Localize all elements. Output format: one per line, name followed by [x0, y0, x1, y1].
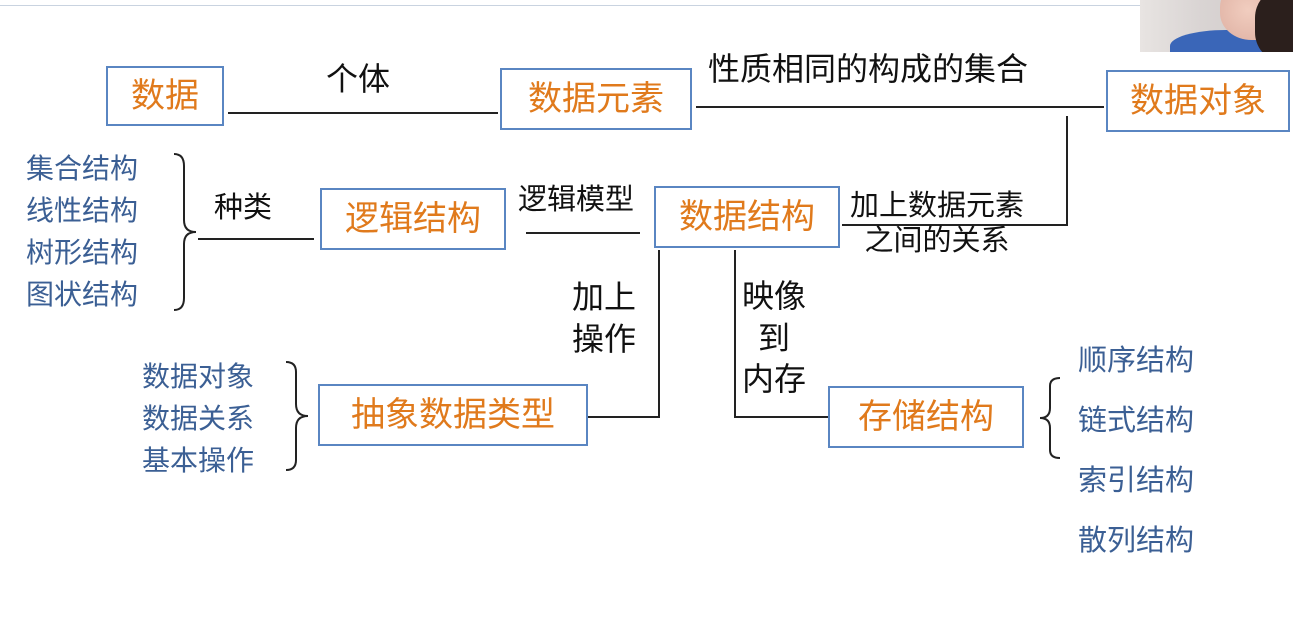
list-item: 线性结构: [26, 194, 139, 227]
label-add-relation: 加上数据元素 之间的关系: [850, 188, 1024, 259]
list-item: 基本操作: [142, 444, 255, 477]
list-item: 图状结构: [26, 278, 139, 311]
label-add-relation-line1: 加上数据元素: [850, 188, 1025, 222]
brace-adt-parts: [285, 361, 309, 471]
node-data-object: 数据对象: [1106, 70, 1290, 132]
label-add-relation-line2: 之间的关系: [864, 223, 1010, 258]
brace-storage-kinds: [1039, 377, 1061, 459]
label-add-ops: 加上 操作: [572, 276, 636, 360]
line-map-vertical: [734, 250, 736, 418]
list-item: 数据对象: [142, 360, 255, 393]
line-logic-model: [526, 232, 640, 234]
line-kinds: [198, 238, 314, 240]
label-map-line2: 到: [758, 318, 791, 357]
label-add-ops-line2: 操作: [572, 320, 637, 359]
node-logic-structure: 逻辑结构: [320, 188, 506, 250]
list-item: 顺序结构: [1078, 343, 1195, 377]
list-item: 树形结构: [26, 236, 139, 269]
top-divider: [0, 5, 1140, 6]
logic-kinds-list: 集合结构 线性结构 树形结构 图状结构: [26, 148, 138, 316]
line-data-element: [228, 112, 498, 114]
node-adt: 抽象数据类型: [318, 384, 588, 446]
list-item: 集合结构: [26, 152, 139, 185]
storage-kinds-list: 顺序结构 链式结构 索引结构 散列结构: [1078, 330, 1194, 570]
list-item: 散列结构: [1078, 523, 1195, 557]
node-data-element: 数据元素: [500, 68, 692, 130]
label-same-nature-set: 性质相同的构成的集合: [708, 50, 1029, 88]
label-map-to-memory: 映像 到 内存: [742, 276, 806, 401]
line-ops-vertical: [658, 250, 660, 418]
line-object-down: [1066, 116, 1068, 226]
label-map-line1: 映像: [742, 277, 807, 315]
node-data-structure: 数据结构: [654, 186, 840, 248]
list-item: 索引结构: [1078, 463, 1195, 497]
node-storage-structure: 存储结构: [828, 386, 1024, 448]
line-map-horizontal: [734, 416, 828, 418]
label-add-ops-line1: 加上: [572, 278, 637, 316]
node-data: 数据: [106, 66, 224, 126]
line-ops-horizontal: [588, 416, 660, 418]
label-map-line3: 内存: [742, 360, 807, 399]
label-logic-model: 逻辑模型: [518, 182, 635, 216]
label-individual: 个体: [326, 60, 391, 98]
adt-parts-list: 数据对象 数据关系 基本操作: [142, 356, 254, 482]
brace-logic-kinds: [173, 153, 197, 311]
list-item: 链式结构: [1078, 403, 1195, 437]
label-kinds: 种类: [214, 190, 273, 224]
line-element-object: [696, 106, 1104, 108]
line-relation-to-structure: [842, 224, 1068, 226]
list-item: 数据关系: [142, 402, 255, 435]
webcam-overlay: [1140, 0, 1293, 52]
